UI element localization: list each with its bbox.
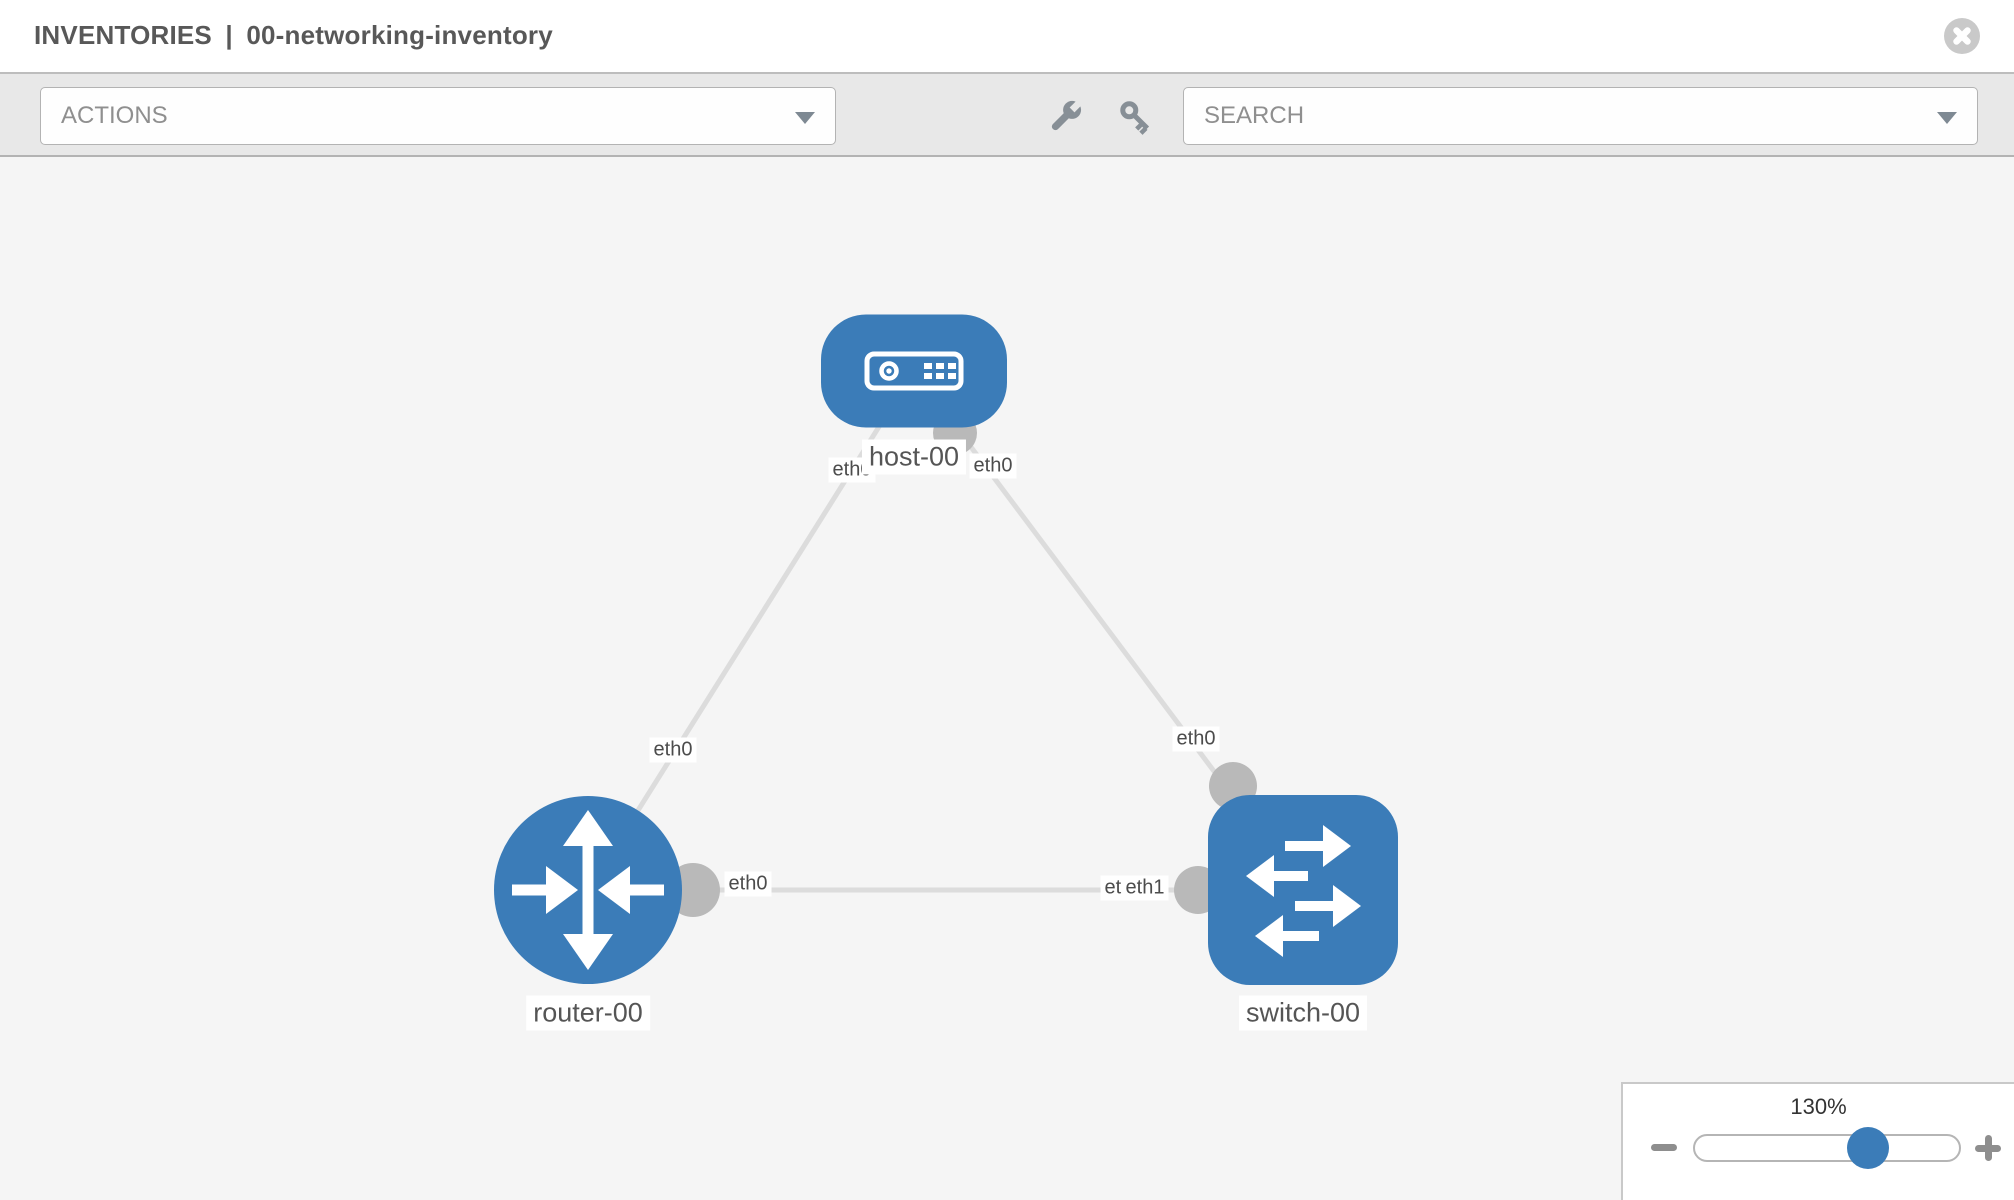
chevron-down-icon — [1937, 112, 1957, 124]
zoom-level-value: 130% — [1790, 1094, 1847, 1119]
node-label-host-00: host-00 — [861, 439, 967, 475]
topology-svg[interactable] — [0, 157, 2014, 1200]
interface-label: eth1 — [1121, 875, 1169, 901]
actions-dropdown[interactable]: ACTIONS — [40, 87, 836, 145]
key-icon — [1120, 100, 1150, 135]
breadcrumb-separator: | — [225, 20, 233, 50]
chevron-down-icon — [795, 112, 815, 124]
toolbar: ACTIONS SEARCH — [0, 72, 2014, 157]
wrench-icon — [1051, 99, 1083, 130]
zoom-panel: 130% — [1621, 1082, 2014, 1200]
interface-label: eth0 — [1172, 726, 1220, 752]
interface-label: eth0 — [724, 871, 772, 897]
zoom-slider-track[interactable] — [1693, 1127, 1961, 1169]
zoom-slider-thumb[interactable] — [1847, 1127, 1889, 1169]
close-button[interactable] — [1944, 18, 1980, 54]
search-dropdown[interactable]: SEARCH — [1183, 87, 1978, 145]
close-icon — [1953, 27, 1971, 45]
inventory-name: 00-networking-inventory — [246, 20, 553, 50]
page-title: INVENTORIES | 00-networking-inventory — [34, 20, 559, 51]
node-router-00[interactable] — [494, 796, 682, 984]
node-label-switch-00: switch-00 — [1238, 995, 1368, 1031]
interface-label: eth0 — [649, 737, 697, 763]
topology-canvas[interactable]: eth0eth0eth0eth0eth0eth0eth1host-00route… — [0, 157, 2014, 1200]
search-dropdown-label: SEARCH — [1204, 102, 1305, 129]
header: INVENTORIES | 00-networking-inventory — [0, 0, 2014, 72]
node-switch-00[interactable] — [1208, 795, 1398, 985]
host-icon — [864, 351, 964, 391]
node-label-router-00: router-00 — [526, 995, 650, 1031]
actions-dropdown-label: ACTIONS — [61, 102, 168, 129]
wrench-button[interactable] — [1041, 74, 1089, 159]
router-icon — [512, 810, 664, 970]
breadcrumb: INVENTORIES — [34, 20, 212, 50]
node-host-00[interactable] — [821, 314, 1007, 428]
zoom-out-button[interactable] — [1651, 1144, 1677, 1151]
interface-label: eth0 — [969, 453, 1017, 479]
zoom-in-button[interactable] — [1975, 1135, 2001, 1161]
key-button[interactable] — [1112, 74, 1160, 159]
switch-icon — [1246, 825, 1361, 957]
